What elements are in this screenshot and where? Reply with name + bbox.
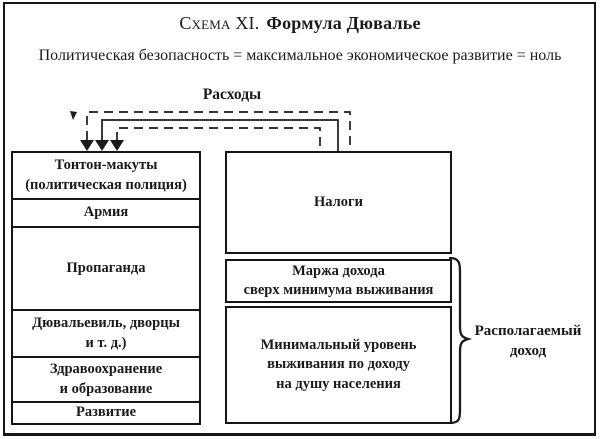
formula-text: Политическая безопасность = максимальное…	[38, 47, 562, 64]
down-arrowhead-icon	[80, 140, 94, 151]
section-propaganda: Пропаганда	[13, 226, 199, 309]
section-tonton-macoutes: Тонтон-макуты (политическая полиция)	[25, 157, 187, 193]
down-arrowhead-icon	[110, 140, 124, 151]
scheme-number: Схема XI.	[179, 13, 260, 33]
flow-line-dashed-inner	[116, 127, 321, 151]
section-army: Армия	[13, 198, 199, 226]
section-duvalierville: Дювальевиль, дворцы и т. д.)	[13, 309, 199, 356]
flow-line-solid	[101, 119, 339, 151]
flow-line-dashed-outer	[86, 111, 351, 150]
scheme-name: Формула Дювалье	[266, 13, 421, 33]
section-development: Развитие	[13, 401, 199, 423]
margin-box: Маржа дохода сверх минимума выживания	[225, 259, 452, 303]
minimum-level-box: Минимальный уровень выживания по доходу …	[225, 306, 452, 424]
section-health-education: Здравоохранение и образование	[13, 356, 199, 401]
page-title: Схема XI. Формула Дювалье	[0, 13, 600, 34]
taxes-box: Налоги	[225, 151, 452, 254]
expenses-label: Расходы	[202, 86, 262, 103]
expenditures-box: Тонтон-макуты (политическая полиция) Арм…	[11, 151, 201, 425]
small-arrow-icon	[70, 111, 77, 120]
curly-brace-icon	[448, 256, 473, 425]
disposable-income-label: Располагаемый доход	[474, 323, 582, 360]
down-arrowhead-icon	[95, 140, 109, 151]
